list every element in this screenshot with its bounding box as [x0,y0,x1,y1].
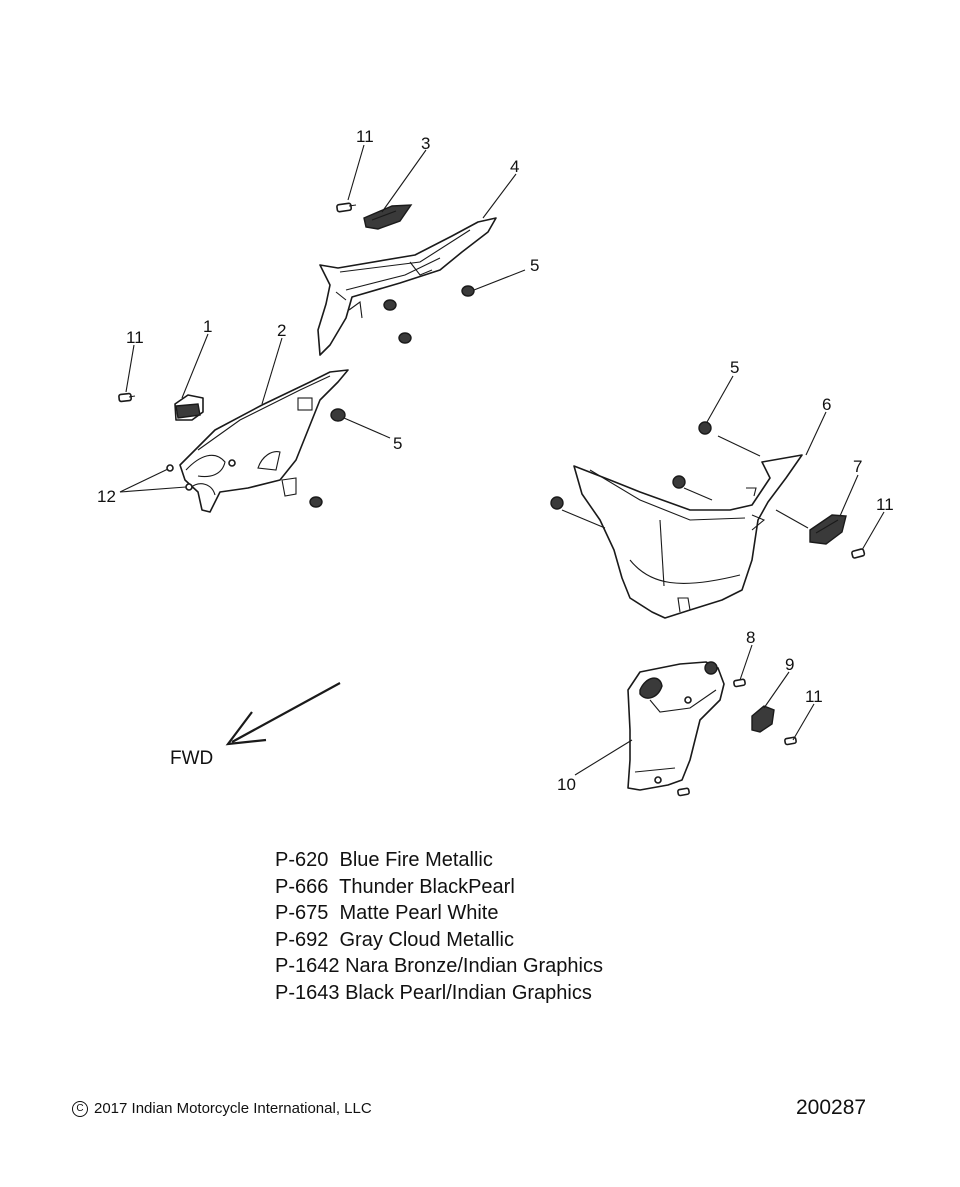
screw-11-top [336,202,357,213]
callout-2: 2 [277,321,286,340]
callout-11-bottom: 11 [805,687,823,706]
callout-7: 7 [853,457,862,476]
paint-name: Gray Cloud Metallic [339,928,515,951]
paint-name: Nara Bronze/Indian Graphics [345,955,603,977]
paint-name: Black Pearl/Indian Graphics [345,981,592,1004]
screw-11-right [851,548,866,559]
paint-code-item: P-692 Gray Cloud Metallic [275,927,603,954]
callout-5-mid: 5 [393,434,402,453]
callout-4: 4 [510,157,519,176]
side-panel-2 [179,369,349,513]
grommets-5-right [550,421,712,510]
paint-code: P-675 [275,902,329,924]
callout-8: 8 [746,628,755,647]
grommets-5-top [383,285,475,344]
callout-11-top: 11 [356,127,374,146]
paint-code-item: P-1643 Black Pearl/Indian Graphics [275,980,603,1007]
paint-code: P-692 [275,928,329,951]
copyright-text: 2017 Indian Motorcycle International, LL… [94,1100,372,1117]
grommets-5-left [309,408,346,508]
callout-6: 6 [822,395,831,414]
fwd-label: FWD [170,748,213,769]
trim-piece-3 [363,204,413,230]
paint-code-item: P-620 Blue Fire Metallic [275,847,603,874]
paint-name: Thunder BlackPearl [339,875,515,898]
copyright-notice: C 2017 Indian Motorcycle International, … [72,1100,372,1117]
paint-code: P-620 [275,849,329,871]
diagram-id: 200287 [796,1096,867,1119]
paint-code-list: P-620 Blue Fire Metallic P-666 Thunder B… [275,847,603,1006]
paint-name: Blue Fire Metallic [339,849,493,871]
leader-lines [119,144,885,776]
callout-11-right: 11 [876,495,894,514]
callout-3: 3 [421,134,430,153]
callout-10: 10 [557,775,576,794]
paint-code: P-1642 [275,955,340,977]
callout-11-left: 11 [126,328,144,347]
paint-code-item: P-1642 Nara Bronze/Indian Graphics [275,953,603,980]
knob-1 [174,394,204,421]
paint-name: Matte Pearl White [339,902,499,924]
paint-code-item: P-666 Thunder BlackPearl [275,874,603,901]
side-cover-6 [573,454,803,619]
cover-10 [627,661,725,791]
screw-10-bottom [677,787,690,797]
bracket-4 [317,217,497,356]
fasteners-12 [166,464,193,491]
callout-5-right: 5 [730,358,739,377]
knob-9 [751,705,775,733]
callout-1: 1 [203,317,212,336]
copyright-icon: C [72,1100,88,1117]
screw-11-left [118,392,136,403]
screw-8 [733,678,746,688]
callout-9: 9 [785,655,794,674]
paint-code: P-1643 [275,981,340,1004]
callout-12: 12 [97,487,116,506]
knob-7 [809,514,847,545]
paint-code: P-666 [275,875,329,898]
paint-code-item: P-675 Matte Pearl White [275,900,603,927]
callout-labels: 11 3 4 5 11 1 2 5 12 5 6 7 11 8 9 11 10 [97,127,894,794]
callout-5-top: 5 [530,256,539,275]
forward-arrow-icon [225,682,341,746]
